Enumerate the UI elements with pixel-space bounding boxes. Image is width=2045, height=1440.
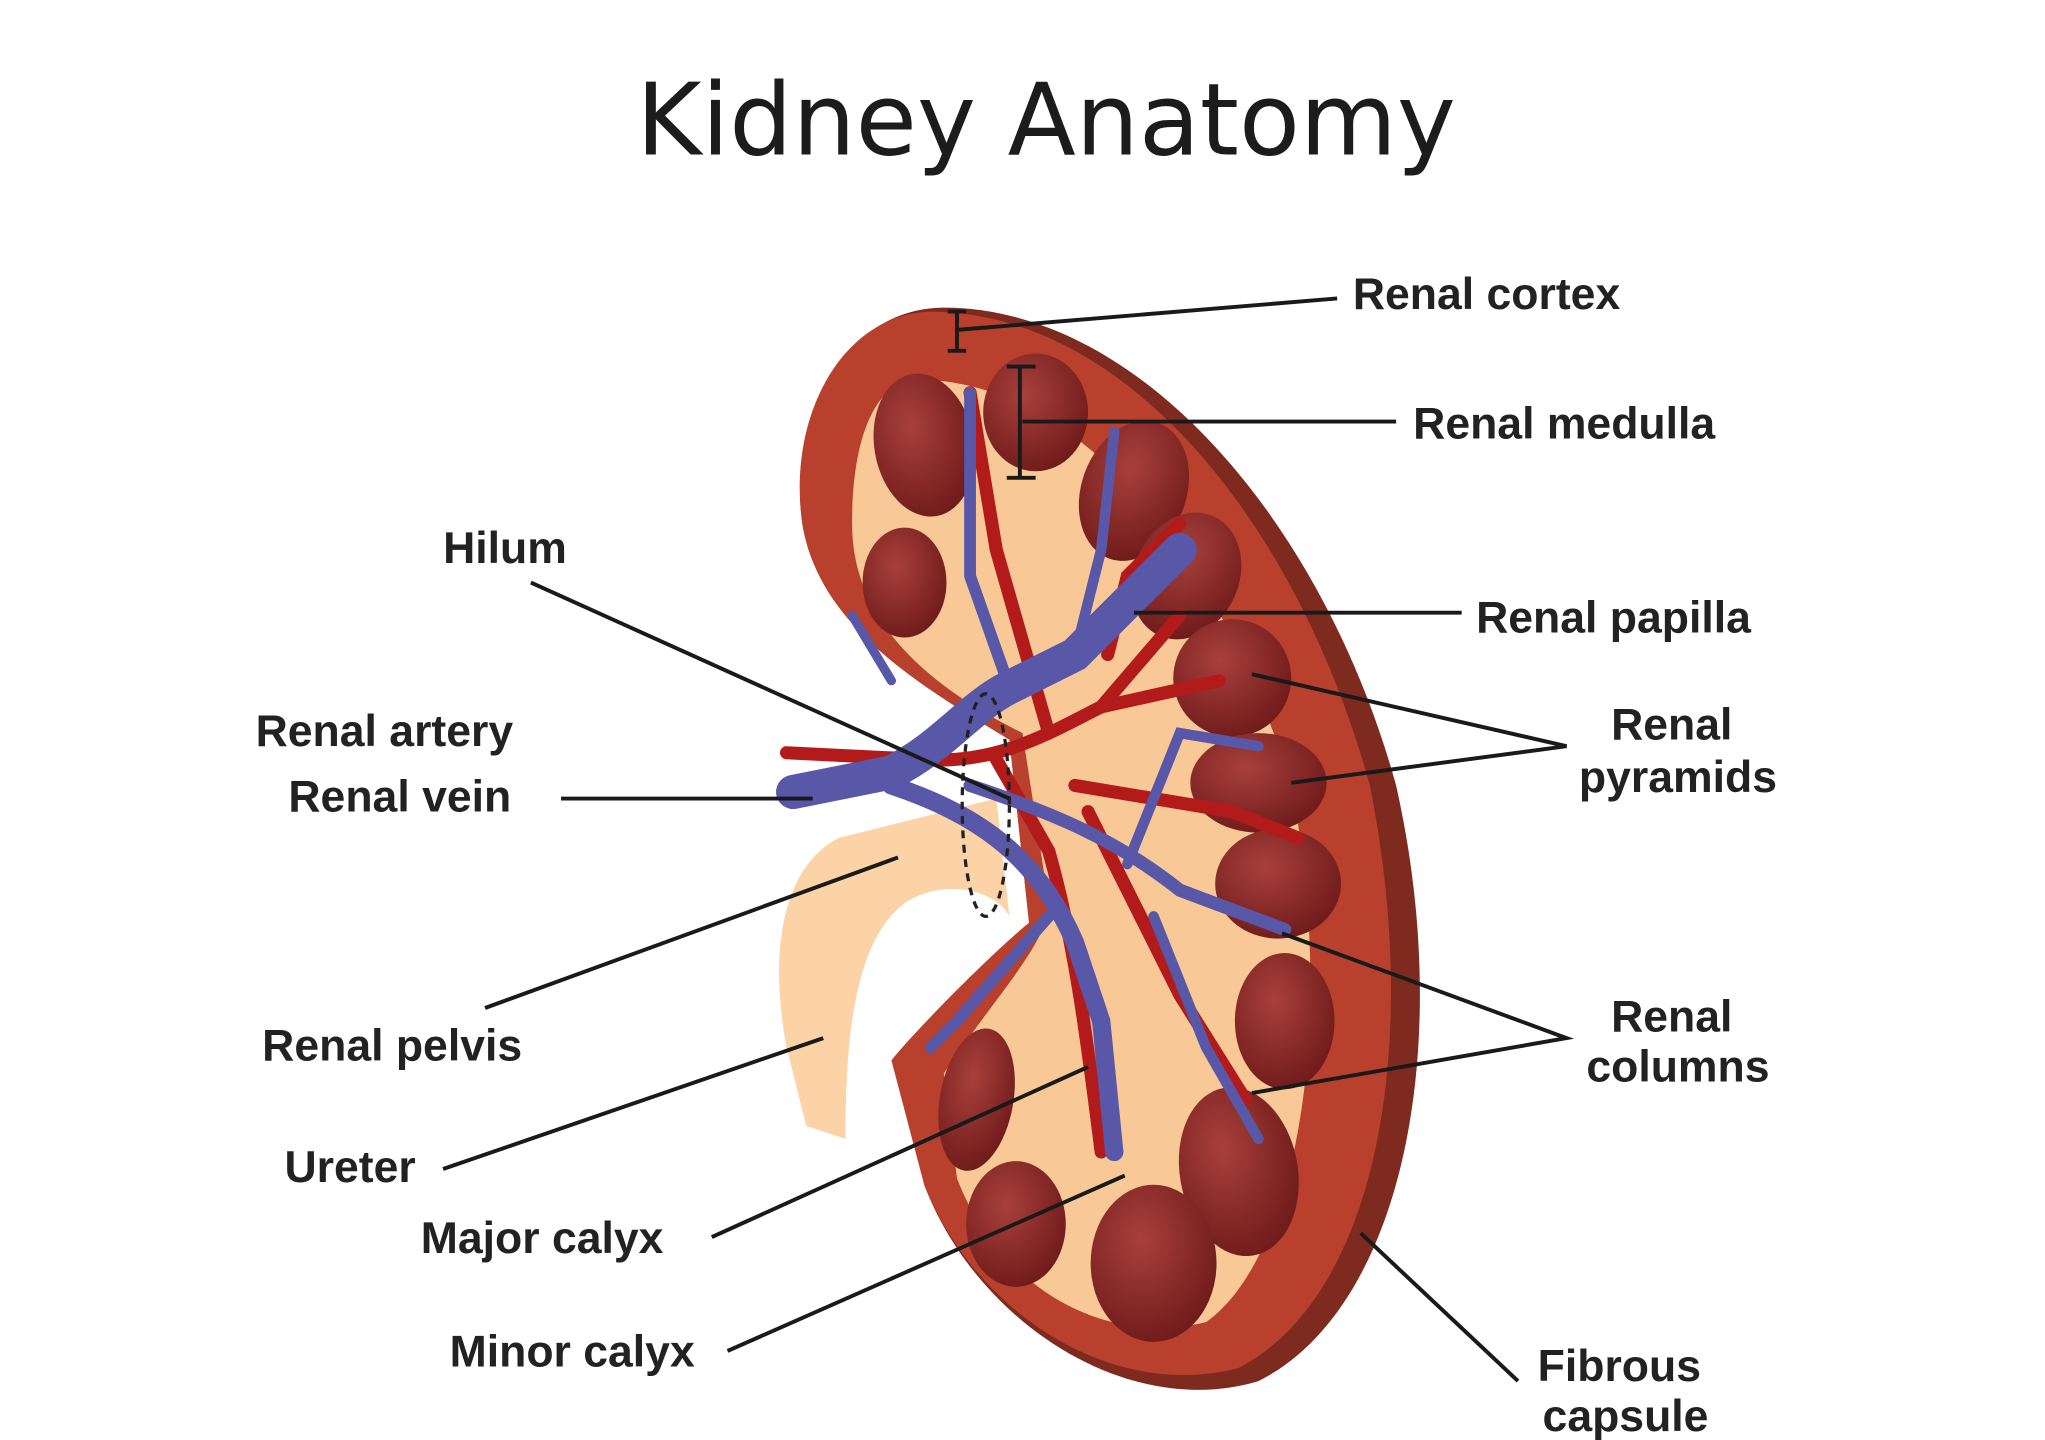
kidney-illustration — [776, 307, 1420, 1390]
label-hilum: Hilum — [443, 524, 567, 573]
label-renal-pelvis: Renal pelvis — [262, 1021, 522, 1070]
label-renal-cortex: Renal cortex — [1353, 270, 1621, 319]
label-minor-calyx: Minor calyx — [450, 1328, 695, 1377]
label-fibrous-capsule: Fibrous capsule — [1538, 1342, 1714, 1440]
hilum-outline — [960, 692, 1012, 918]
leader-lines — [442, 296, 1575, 1383]
label-renal-columns: Renal columns — [1586, 993, 1769, 1092]
label-ureter: Ureter — [284, 1143, 415, 1192]
label-renal-pyramids: Renal pyramids — [1579, 701, 1777, 802]
label-major-calyx: Major calyx — [421, 1214, 664, 1263]
labels: Renal cortex Renal medulla Hilum Renal p… — [256, 270, 1777, 1440]
ureter-shape — [779, 798, 1010, 1139]
label-renal-medulla: Renal medulla — [1413, 400, 1716, 449]
label-renal-artery: Renal artery — [256, 707, 514, 756]
label-renal-vein: Renal vein — [288, 773, 511, 822]
label-renal-papilla: Renal papilla — [1476, 593, 1752, 642]
diagram-title: Kidney Anatomy — [636, 64, 1456, 179]
